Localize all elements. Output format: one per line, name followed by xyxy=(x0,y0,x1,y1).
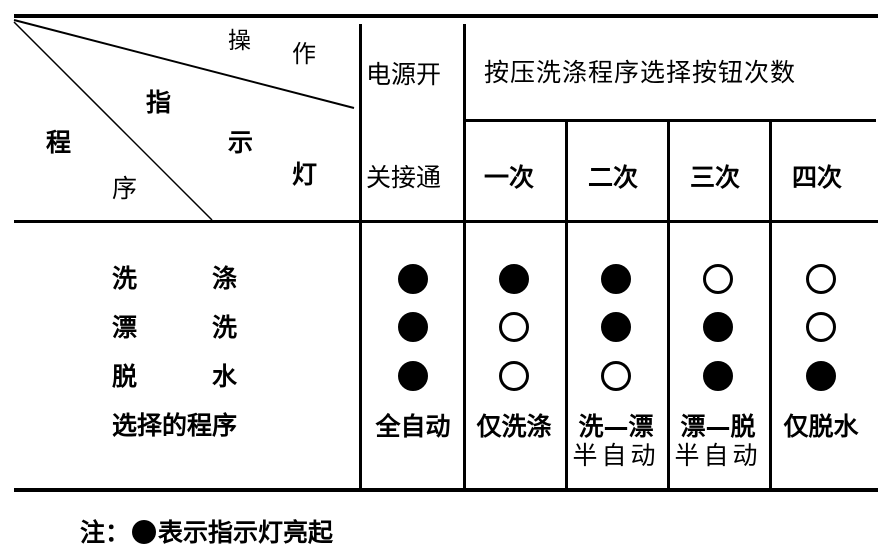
indicator-on-dot xyxy=(398,361,428,391)
selected-program-line: 半自动 xyxy=(674,440,762,470)
selected-program-line: 全自动 xyxy=(375,412,451,441)
indicator-on-dot xyxy=(703,312,733,342)
row-label-rinse-left: 漂 xyxy=(112,313,138,342)
corner-operation-char: 操 xyxy=(228,28,251,54)
column-divider xyxy=(565,122,568,490)
press-column-header: 二次 xyxy=(588,163,639,192)
corner-indicator-char: 灯 xyxy=(292,160,318,189)
selected-program-line: 半自动 xyxy=(572,440,660,470)
selected-program-line: 仅脱水 xyxy=(783,412,859,441)
indicator-off-dot xyxy=(703,264,733,294)
press-column-header: 四次 xyxy=(792,163,843,192)
row-label-wash-right: 涤 xyxy=(212,264,238,293)
filled-dot-icon xyxy=(132,520,157,544)
selected-program-label: 仅脱水 xyxy=(771,412,871,442)
corner-program-char: 程 xyxy=(46,128,72,157)
indicator-on-dot xyxy=(703,361,733,391)
column-divider xyxy=(667,122,670,490)
note: 注： 表示指示灯亮起 xyxy=(80,520,333,545)
note-prefix: 注： xyxy=(80,518,131,547)
corner-operation-char: 作 xyxy=(292,40,316,68)
indicator-off-dot xyxy=(601,361,631,391)
indicator-off-dot xyxy=(806,312,836,342)
row-label-spin-left: 脱 xyxy=(112,362,138,391)
corner-program-char: 序 xyxy=(112,174,138,203)
indicator-on-dot xyxy=(601,312,631,342)
table-top-rule xyxy=(14,14,878,18)
indicator-on-dot xyxy=(398,264,428,294)
indicator-on-dot xyxy=(601,264,631,294)
selected-program-label: 漂—脱半自动 xyxy=(668,412,768,471)
selected-program-line: 仅洗涤 xyxy=(476,412,552,441)
indicator-off-dot xyxy=(499,312,529,342)
selected-program-line: 洗—漂 xyxy=(578,412,654,441)
row-label-wash-left: 洗 xyxy=(112,264,138,293)
indicator-off-dot xyxy=(499,361,529,391)
selected-program-label: 全自动 xyxy=(363,412,463,442)
corner-diagonals xyxy=(13,19,355,221)
selected-program-label: 洗—漂半自动 xyxy=(566,412,666,471)
power-header-line1: 电源开 xyxy=(366,60,442,89)
diagonal-line-operation xyxy=(13,19,355,109)
press-column-header: 三次 xyxy=(690,163,741,192)
header-sub-rule xyxy=(466,119,876,122)
power-header-line2: 关接通 xyxy=(366,163,442,192)
press-count-header: 按压洗涤程序选择按钮次数 xyxy=(484,58,797,87)
corner-indicator-char: 示 xyxy=(228,128,254,157)
selected-program-label: 仅洗涤 xyxy=(464,412,564,442)
note-text: 表示指示灯亮起 xyxy=(158,518,334,547)
column-divider xyxy=(359,24,362,490)
indicator-on-dot xyxy=(398,312,428,342)
row-label-rinse-right: 洗 xyxy=(212,313,238,342)
column-divider xyxy=(769,122,772,490)
table-bottom-rule xyxy=(14,488,878,492)
row-label-spin-right: 水 xyxy=(212,362,238,391)
selected-program-line: 漂—脱 xyxy=(680,412,756,441)
diagonal-line-program xyxy=(13,21,213,221)
press-column-header: 一次 xyxy=(484,163,535,192)
indicator-on-dot xyxy=(806,361,836,391)
corner-indicator-char: 指 xyxy=(146,88,172,117)
row-label-selected-program: 选择的程序 xyxy=(112,411,238,440)
column-divider xyxy=(463,24,466,490)
header-bottom-rule xyxy=(14,220,878,223)
indicator-off-dot xyxy=(806,264,836,294)
indicator-on-dot xyxy=(499,264,529,294)
